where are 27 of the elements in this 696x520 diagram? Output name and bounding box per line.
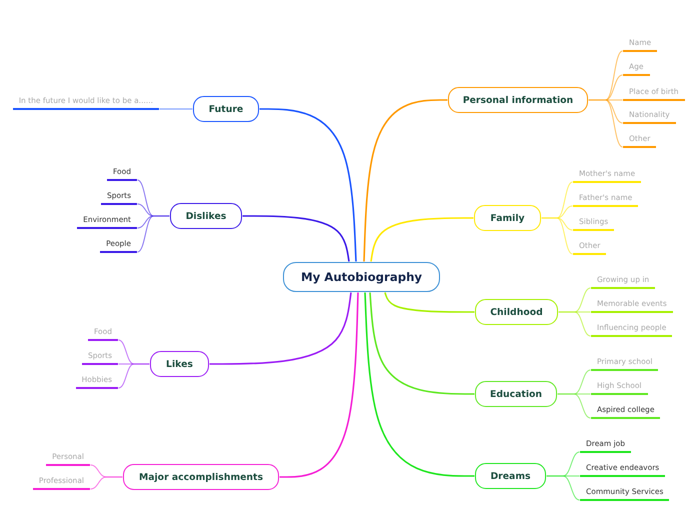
connector-line xyxy=(370,217,474,262)
branch-line xyxy=(159,108,193,110)
connector-line xyxy=(242,215,350,262)
branch-line xyxy=(90,476,123,490)
topic-box: Personal information xyxy=(448,87,588,113)
connector-line xyxy=(364,292,474,477)
topic-box: Family xyxy=(474,205,541,231)
connector-line xyxy=(384,292,474,313)
branch-line xyxy=(118,364,150,388)
branch-line xyxy=(541,218,573,254)
connector-line xyxy=(369,292,474,395)
central-topic-box: My Autobiography xyxy=(283,262,440,292)
branch-line xyxy=(558,312,591,336)
branch-line xyxy=(557,394,591,418)
topic-box: Future xyxy=(193,96,259,122)
branch-line xyxy=(137,216,170,252)
topic-box: Childhood xyxy=(475,299,558,325)
topic-box: Likes xyxy=(150,351,209,377)
connector-line xyxy=(260,108,357,262)
connector-line xyxy=(210,292,352,365)
topic-box: Major accomplishments xyxy=(123,464,279,490)
connector-line xyxy=(363,99,448,262)
branch-line xyxy=(546,476,580,500)
connector-line xyxy=(280,292,359,478)
topic-box: Dislikes xyxy=(170,203,242,229)
topic-box: Dreams xyxy=(475,463,546,489)
topic-box: Education xyxy=(475,381,557,407)
